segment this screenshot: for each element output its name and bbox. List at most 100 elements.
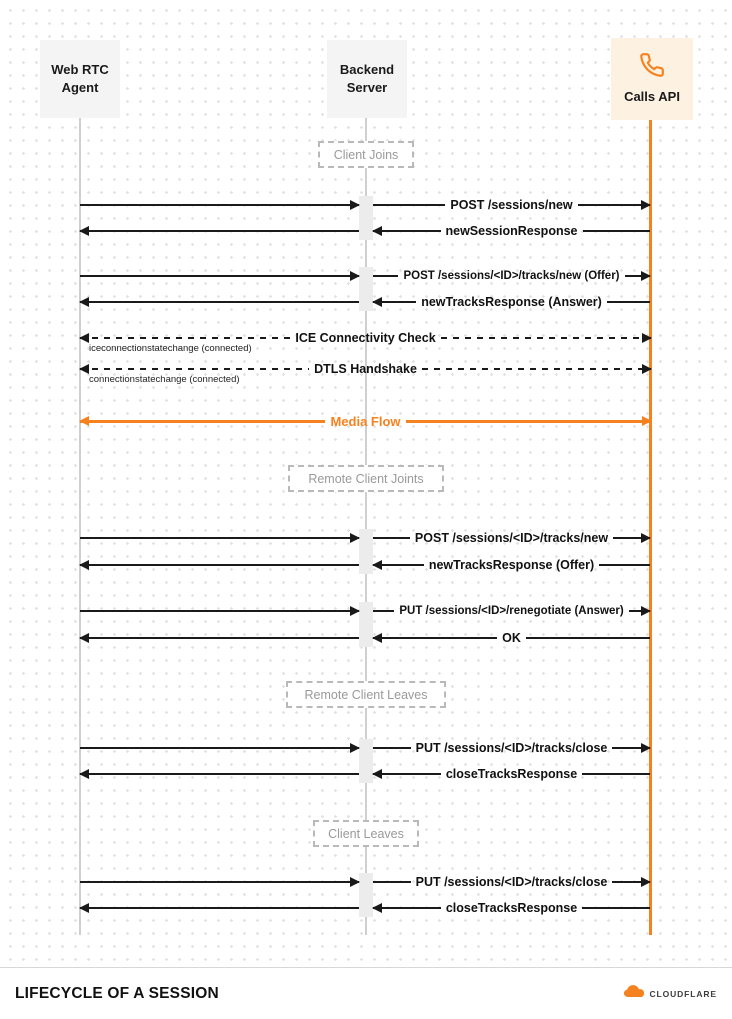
line-segment [80,907,359,909]
message-label: ICE Connectivity Check [295,331,436,345]
line-segment [80,301,359,303]
arrowhead-left [79,416,89,426]
message-label: POST /sessions/new [450,198,573,212]
arrowhead-right [350,200,360,210]
arrow-backend-to-webrtc [79,222,359,240]
arrowhead-left [372,297,382,307]
arrow-webrtc-to-backend [80,873,360,891]
arrow-backend-to-webrtc [79,556,359,574]
line-segment [624,275,650,277]
line-segment [421,368,651,370]
line-segment [373,230,441,232]
actor-calls-api: Calls API [611,38,693,120]
arrow-backend-to-webrtc [79,899,359,917]
message-label: Media Flow [330,413,401,429]
line-segment [373,204,446,206]
line-segment [80,881,359,883]
arrow-backend-to-calls: PUT /sessions/<ID>/renegotiate (Answer) [373,602,651,620]
line-segment [612,747,650,749]
actor-label: Web RTC Agent [51,62,109,95]
phase-client-leaves: Client Leaves [313,820,419,847]
line-segment [373,773,441,775]
arrowhead-left [372,633,382,643]
arrowhead-left [372,769,382,779]
actor-backend-server: Backend Server [327,40,407,118]
arrowhead-right [641,743,651,753]
line-segment [80,230,359,232]
line-segment [373,637,498,639]
arrowhead-right [641,200,651,210]
message-label: PUT /sessions/<ID>/tracks/close [415,741,608,755]
actor-webrtc-agent: Web RTC Agent [40,40,120,118]
arrow-backend-to-calls: PUT /sessions/<ID>/tracks/close [373,873,651,891]
arrowhead-right [642,416,652,426]
arrowhead-left [79,297,89,307]
line-segment [80,204,359,206]
arrowhead-left [79,560,89,570]
activation-bar [359,739,373,783]
lifeline-webrtc-agent [79,118,81,935]
footer: LIFECYCLE OF A SESSION CLOUDFLARE [0,967,732,1019]
arrow-calls-to-backend: newTracksResponse (Offer) [372,556,650,574]
activation-bar [359,602,373,647]
arrow-webrtc-to-backend [80,602,360,620]
phone-icon [639,52,665,83]
ice-state-note: iceconnectionstatechange (connected) [89,343,252,354]
message-label: PUT /sessions/<ID>/renegotiate (Answer) [399,605,624,617]
arrowhead-left [372,560,382,570]
cloudflare-brand: CLOUDFLARE [623,984,717,1003]
line-segment [80,637,359,639]
arrowhead-right [641,271,651,281]
message-label: DTLS Handshake [314,362,417,376]
arrow-webrtc-to-backend [80,196,360,214]
line-segment [373,564,424,566]
brand-text: CLOUDFLARE [649,988,717,999]
arrowhead-left [79,769,89,779]
phase-client-joins: Client Joins [318,141,414,168]
arrow-backend-to-calls: POST /sessions/<ID>/tracks/new [373,529,651,547]
line-segment [80,537,359,539]
line-segment [440,337,652,339]
arrowhead-left [79,333,89,343]
page-title: LIFECYCLE OF A SESSION [15,984,219,1002]
line-segment [373,610,395,612]
message-label: newSessionResponse [445,224,578,238]
line-segment [80,773,359,775]
arrowhead-left [79,633,89,643]
actor-label: Calls API [624,89,680,104]
line-segment [80,747,359,749]
line-segment [582,230,650,232]
arrow-webrtc-to-backend [80,529,360,547]
line-segment [582,907,651,909]
arrow-ice-connectivity: ICE Connectivity Check [79,329,652,347]
arrow-webrtc-to-backend [80,267,360,285]
line-segment [606,301,650,303]
phase-label: Remote Client Joints [308,471,424,486]
arrow-calls-to-backend: newTracksResponse (Answer) [372,293,650,311]
line-segment [373,275,399,277]
arrow-backend-to-calls: POST /sessions/new [373,196,651,214]
line-segment [599,564,650,566]
arrow-calls-to-backend: closeTracksResponse [372,899,651,917]
arrow-webrtc-to-backend [80,739,360,757]
activation-bar [359,529,373,574]
line-segment [80,275,359,277]
arrowhead-right [641,606,651,616]
activation-bar [359,267,373,311]
line-segment [582,773,651,775]
line-segment [373,301,417,303]
arrow-media-flow: Media Flow [79,412,652,430]
arrow-calls-to-backend: newSessionResponse [372,222,650,240]
arrow-backend-to-webrtc [79,765,359,783]
arrow-backend-to-webrtc [79,293,359,311]
message-label: POST /sessions/<ID>/tracks/new [414,531,609,545]
line-segment [373,747,411,749]
phase-label: Client Leaves [328,826,404,841]
line-segment [80,564,359,566]
line-segment [373,537,410,539]
phase-remote-client-leaves: Remote Client Leaves [286,681,446,708]
message-label: OK [502,631,521,645]
arrowhead-right [642,333,652,343]
line-segment [80,368,310,370]
